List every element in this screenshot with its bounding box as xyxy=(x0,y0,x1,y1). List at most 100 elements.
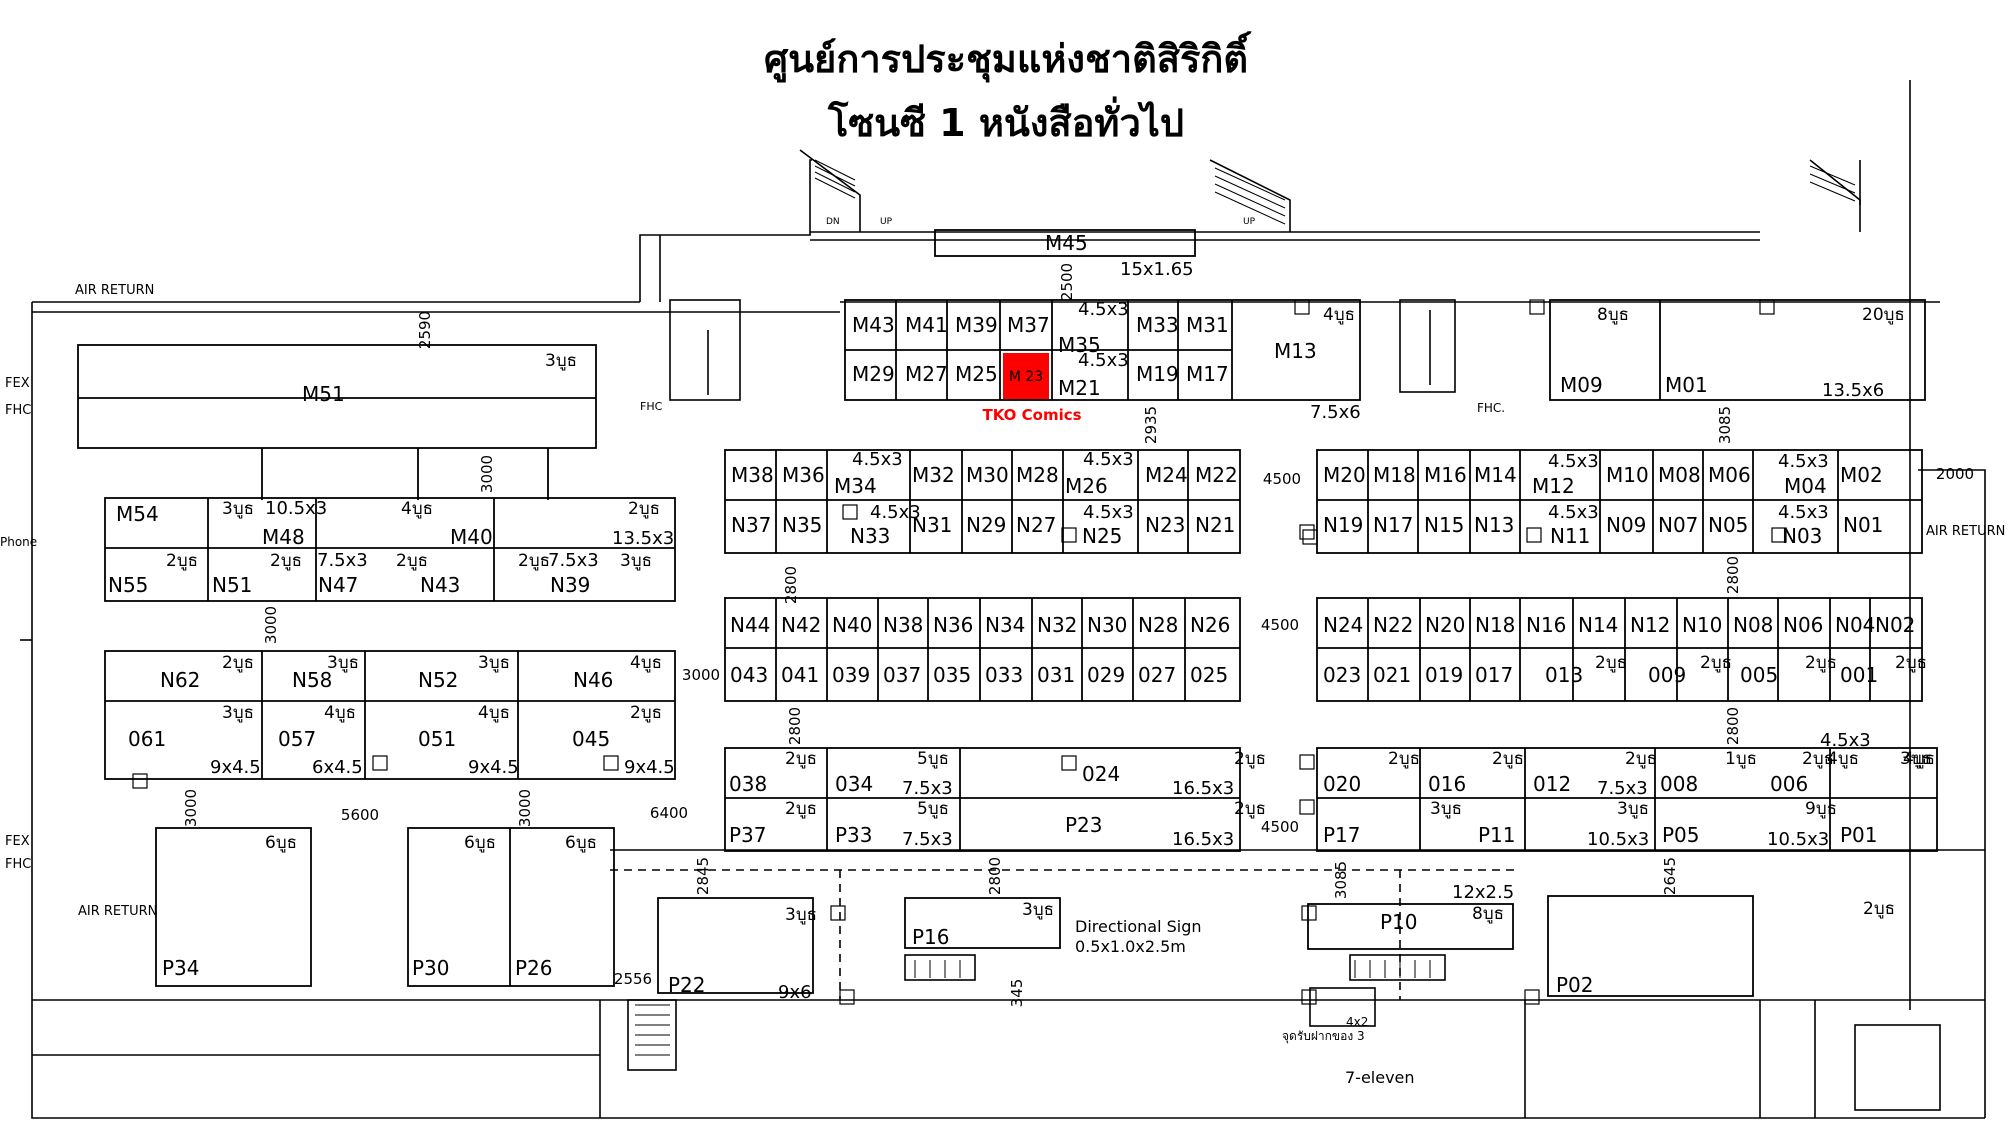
booth-code: P05 xyxy=(1662,823,1700,847)
booth-count: 2บูธ xyxy=(396,551,428,571)
booth-code: 034 xyxy=(835,772,873,796)
booth-count: 6บูธ xyxy=(464,833,496,853)
column-marker xyxy=(1524,989,1540,1005)
booth-outlines xyxy=(77,229,1938,997)
booth-code: N06 xyxy=(1783,613,1823,637)
booth-code: M06 xyxy=(1708,463,1751,487)
booth-count: 2บูธ xyxy=(630,703,662,723)
booth-code: 025 xyxy=(1190,663,1228,687)
booth-count: 2บูธ xyxy=(1700,653,1732,673)
highlight-booth-code: M 23 xyxy=(1009,369,1043,385)
booth-code: M33 xyxy=(1136,313,1179,337)
highlight-booth-label: TKO Comics xyxy=(982,406,1081,424)
booth-code: N46 xyxy=(573,668,613,692)
booth-code: 021 xyxy=(1373,663,1411,687)
booth-count: 5บูธ xyxy=(917,749,949,769)
booth-code: 041 xyxy=(781,663,819,687)
dimension-label: 4.5x3 xyxy=(1548,502,1599,523)
column-marker xyxy=(1771,527,1787,543)
dimension-label: 7.5x3 xyxy=(902,778,953,799)
measure-label: 3000 xyxy=(516,789,534,827)
booth-code: 035 xyxy=(933,663,971,687)
measure-label: 3000 xyxy=(262,606,280,644)
booth-code: N39 xyxy=(550,573,590,597)
booth-code: M22 xyxy=(1195,463,1238,487)
booth-code: N01 xyxy=(1843,513,1883,537)
booth-code: N11 xyxy=(1550,524,1590,548)
booth-code: N14 xyxy=(1578,613,1618,637)
booth-code: N20 xyxy=(1425,613,1465,637)
booth-code: N38 xyxy=(883,613,923,637)
booth-code: M25 xyxy=(955,362,998,386)
booth-code: N13 xyxy=(1474,513,1514,537)
booth-count: 3บูธ xyxy=(1022,900,1054,920)
measure-label: 3000 xyxy=(182,789,200,827)
booth-code: N55 xyxy=(108,573,148,597)
booth-code: N34 xyxy=(985,613,1025,637)
dimension-label: 4.5x3 xyxy=(1548,451,1599,472)
booth-code: M35 xyxy=(1058,333,1101,357)
map-subtitle: โซนซี 1 หนังสือทั่วไป xyxy=(827,101,1185,145)
measure-label: 3000 xyxy=(682,666,720,684)
booth-code: 012 xyxy=(1533,772,1571,796)
column-marker xyxy=(1529,299,1545,315)
highlighted-booth[interactable] xyxy=(1003,353,1049,399)
booth-code: N44 xyxy=(730,613,770,637)
booth-code: 019 xyxy=(1425,663,1463,687)
dimension-label: 4.5x3 xyxy=(1078,350,1129,371)
booth-code: M16 xyxy=(1424,463,1467,487)
dimension-label: 7.5x3 xyxy=(902,829,953,850)
booth-code: N36 xyxy=(933,613,973,637)
booth-code: N17 xyxy=(1373,513,1413,537)
measure-label: 2800 xyxy=(1724,707,1742,745)
booth-code: N40 xyxy=(832,613,872,637)
dimension-label: 13.5x3 xyxy=(612,528,674,549)
booth-code: M10 xyxy=(1606,463,1649,487)
booth-code: N42 xyxy=(781,613,821,637)
booth-count: 2บูธ xyxy=(166,551,198,571)
directional-1-label: Directional Sign xyxy=(1075,917,1202,936)
dimension-label: 10.5x3 xyxy=(265,498,327,519)
booth-code: 005 xyxy=(1740,663,1778,687)
dimension-label: 13.5x6 xyxy=(1822,380,1884,401)
booth-count: 2บูธ xyxy=(785,749,817,769)
booth-code: N25 xyxy=(1082,524,1122,548)
dimension-label: 4.5x3 xyxy=(1083,502,1134,523)
booth-code: N31 xyxy=(912,513,952,537)
measure-label: 4500 xyxy=(1263,470,1301,488)
fex-1-label: FEX xyxy=(5,376,30,391)
booth-code: N33 xyxy=(850,524,890,548)
measure-label: 2645 xyxy=(1661,857,1679,895)
booth-count: 9บูธ xyxy=(1805,799,1837,819)
booth-code: M27 xyxy=(905,362,948,386)
dimension-label: 4.5x3 xyxy=(1078,299,1129,320)
booth-count: 3บูธ xyxy=(1900,749,1932,769)
booth-count: 2บูธ xyxy=(1863,899,1895,919)
booth-count: 8บูธ xyxy=(1472,904,1504,924)
booth-count: 4บูธ xyxy=(478,703,510,723)
booth-code: M04 xyxy=(1784,474,1827,498)
booth-code: 057 xyxy=(278,727,316,751)
fhc-4-label: FHC. xyxy=(1477,401,1505,415)
measure-label: 2500 xyxy=(1058,263,1076,301)
booth-count: 5บูธ xyxy=(917,799,949,819)
booth-count: 4บูธ xyxy=(1827,749,1859,769)
booth-code: N09 xyxy=(1606,513,1646,537)
measure-label: 2800 xyxy=(786,707,804,745)
booth-code: N07 xyxy=(1658,513,1698,537)
dimension-label: 16.5x3 xyxy=(1172,778,1234,799)
column-marker xyxy=(1061,527,1077,543)
measure-label: 2845 xyxy=(694,857,712,895)
booth-code: M02 xyxy=(1840,463,1883,487)
measure-label: 3085 xyxy=(1716,406,1734,444)
booth-code: M32 xyxy=(912,463,955,487)
booth-count: 6บูธ xyxy=(565,833,597,853)
booth-code: M24 xyxy=(1145,463,1188,487)
booth-count: 3บูธ xyxy=(478,653,510,673)
booth-count: 3บูธ xyxy=(1617,799,1649,819)
fhc-2-label: FHC xyxy=(5,857,31,872)
booth-code: P33 xyxy=(835,823,873,847)
booth-code: N58 xyxy=(292,668,332,692)
booth-code: 013 xyxy=(1545,663,1583,687)
